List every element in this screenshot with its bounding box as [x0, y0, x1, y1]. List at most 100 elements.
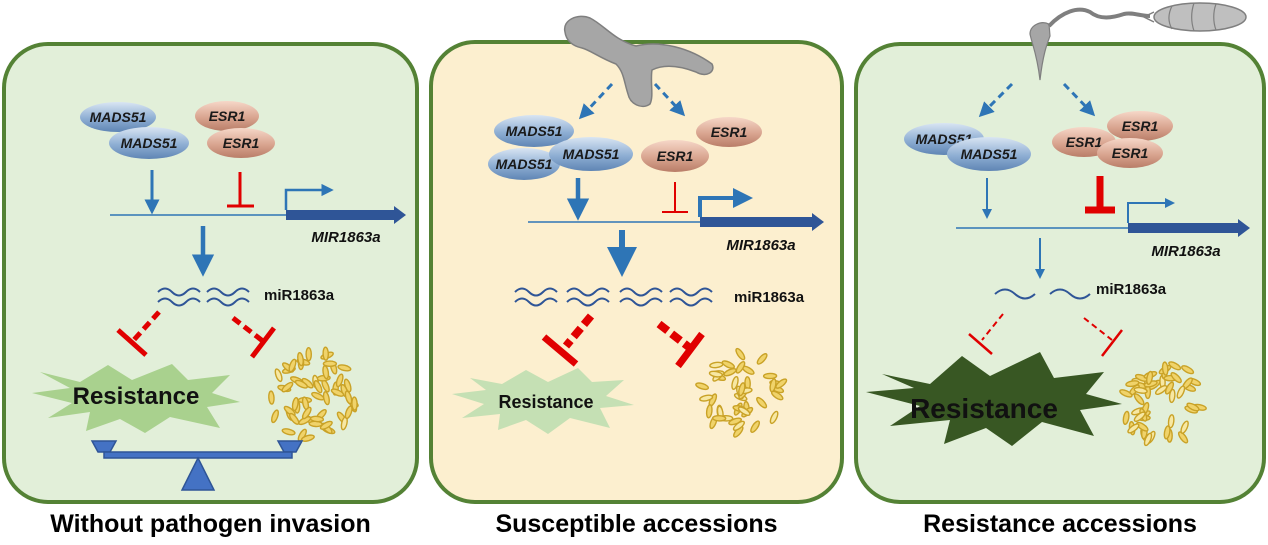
grain-icon — [1170, 372, 1182, 384]
panel-susceptible: MADS51 MADS51 MADS51 ESR1 ESR1 MIR1863a — [429, 15, 844, 538]
mads51-label: MADS51 — [121, 135, 178, 151]
mads51-protein-cluster: MADS51 MADS51 MADS51 — [488, 115, 633, 180]
mirna-inhibits-yield — [1083, 317, 1123, 357]
grain-icon — [735, 347, 746, 361]
grain-icon — [762, 372, 778, 380]
grain-icon — [322, 360, 338, 368]
mirna-label: miR1863a — [264, 287, 335, 304]
grain-icon — [1133, 393, 1145, 406]
grain-icon — [769, 410, 779, 425]
grain-yield-cluster — [1119, 361, 1207, 447]
grain-icon — [756, 353, 768, 365]
infection-signal-arrow — [1062, 82, 1096, 117]
grain-icon — [281, 428, 296, 436]
panel-caption: Susceptible accessions — [495, 510, 778, 538]
mads51-label: MADS51 — [961, 146, 1018, 162]
mads51-protein-pair: MADS51 MADS51 — [904, 123, 1031, 171]
grain-icon — [335, 373, 344, 388]
grain-icon — [313, 380, 323, 394]
esr1-label: ESR1 — [1122, 118, 1159, 134]
grain-icon — [737, 406, 751, 416]
grain-icon — [1143, 432, 1153, 447]
mirna-transcripts — [157, 287, 250, 307]
panel-without-pathogen: MADS51 MADS51 ESR1 ESR1 MIR1863a — [2, 42, 419, 538]
mirna-transcripts — [994, 288, 1091, 300]
esr1-protein-cluster: ESR1 ESR1 ESR1 — [1052, 111, 1173, 168]
balance-scale — [90, 440, 304, 491]
mads51-protein-pair: MADS51 MADS51 — [80, 102, 189, 159]
transcription-start-arrow — [284, 183, 334, 210]
grain-icon — [731, 375, 739, 391]
grain-icon — [1161, 361, 1169, 376]
transcription-start-arrow — [1127, 198, 1175, 223]
grain-icon — [268, 390, 275, 405]
grain-icon — [281, 381, 294, 393]
grain-icon — [1168, 361, 1182, 371]
esr1-label: ESR1 — [209, 108, 246, 124]
grain-icon — [1133, 411, 1146, 422]
mirna-label: miR1863a — [1096, 281, 1167, 298]
grain-icon — [1176, 385, 1186, 399]
grain-icon — [738, 382, 746, 397]
mads51-label: MADS51 — [496, 156, 553, 172]
repression-mark — [1085, 176, 1115, 214]
esr1-label: ESR1 — [1112, 145, 1149, 161]
esr1-label: ESR1 — [711, 124, 748, 140]
mads51-label: MADS51 — [90, 109, 147, 125]
grain-icon — [699, 394, 714, 402]
panel-resistant: MADS51 MADS51 ESR1 ESR1 ESR1 MIR1863a mi… — [854, 2, 1266, 538]
resistance-label: Resistance — [498, 392, 593, 412]
grain-icon — [1154, 385, 1168, 395]
grain-icon — [1168, 388, 1176, 404]
grain-icon — [300, 434, 315, 442]
grain-icon — [301, 406, 312, 420]
grain-icon — [1146, 370, 1154, 385]
mads51-label: MADS51 — [506, 123, 563, 139]
esr1-label: ESR1 — [223, 135, 260, 151]
fungal-pathogen — [563, 15, 714, 108]
grain-icon — [775, 378, 788, 389]
grain-icon — [712, 414, 727, 422]
grain-icon — [297, 351, 304, 367]
grain-icon — [735, 360, 746, 374]
grain-icon — [1181, 365, 1195, 375]
spore-pathogen — [1029, 2, 1247, 81]
gene-label: MIR1863a — [1151, 243, 1220, 260]
grain-icon — [1125, 380, 1140, 388]
resistance-label: Resistance — [910, 393, 1058, 424]
grain-icon — [721, 360, 735, 369]
grain-icon — [274, 368, 283, 383]
grain-icon — [1127, 423, 1140, 434]
grain-icon — [305, 347, 313, 362]
grain-icon — [1122, 410, 1130, 426]
grain-icon — [705, 404, 713, 419]
panel-caption: Resistance accessions — [923, 510, 1197, 538]
grain-icon — [322, 391, 330, 406]
transcription-start-arrow — [698, 188, 753, 217]
grain-icon — [1177, 431, 1189, 444]
repression-mark — [227, 172, 254, 208]
repression-mark — [662, 182, 688, 213]
grain-icon — [1136, 421, 1149, 432]
infection-signal-arrow — [653, 82, 686, 117]
grain-icon — [309, 415, 325, 423]
resistance-label: Resistance — [73, 383, 200, 410]
gene-arrow — [700, 213, 824, 231]
resistance-burst — [32, 364, 240, 433]
panel-background — [854, 42, 1266, 504]
esr1-label: ESR1 — [1066, 134, 1103, 150]
grain-icon — [1180, 420, 1189, 434]
grain-icon — [288, 412, 300, 425]
panel-background — [429, 40, 844, 504]
grain-icon — [344, 405, 353, 420]
gene-arrow — [286, 206, 406, 224]
grain-yield-cluster — [695, 347, 788, 438]
grain-icon — [288, 358, 297, 373]
mirna-transcripts — [514, 287, 713, 307]
resistance-burst — [866, 352, 1122, 446]
grain-icon — [1186, 402, 1200, 412]
grain-icon — [1163, 425, 1171, 440]
grain-icon — [319, 420, 333, 430]
